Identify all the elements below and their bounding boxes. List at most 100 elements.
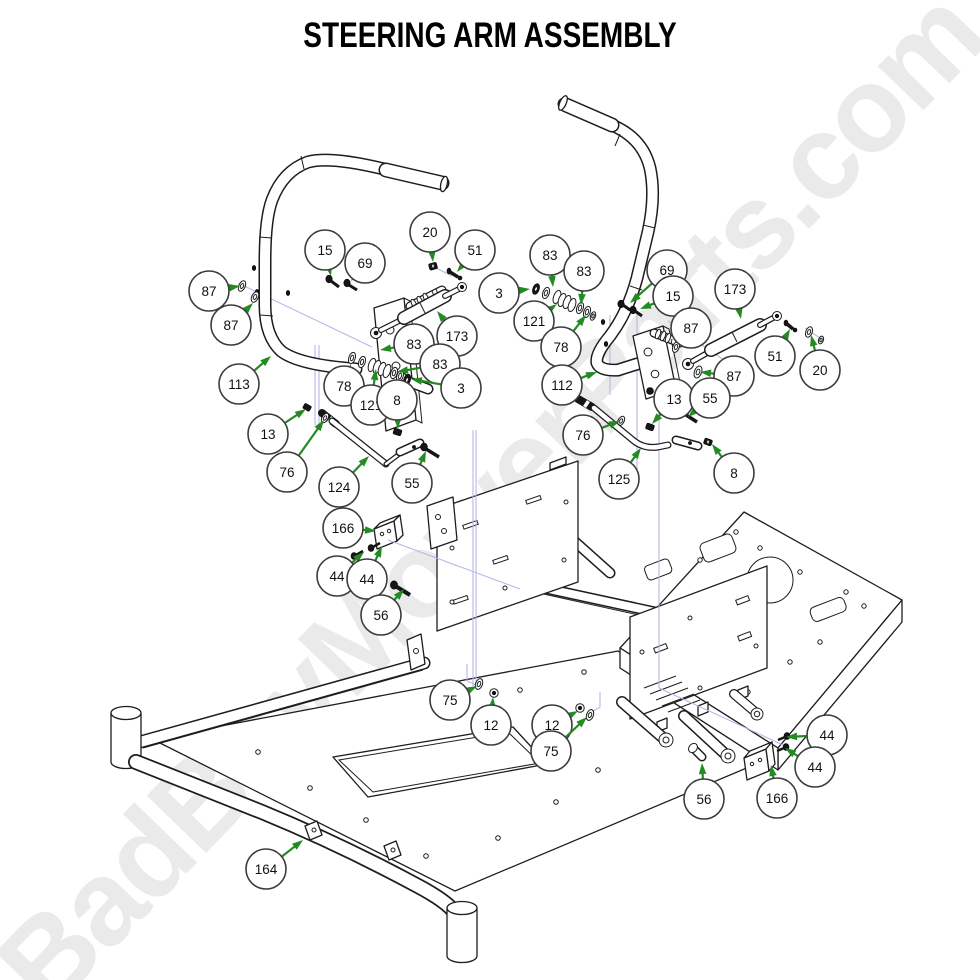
callout-112: 112 [541,364,597,406]
callout-balloon [322,507,364,549]
callout-number: 83 [432,357,447,372]
callout-arrowhead [630,292,641,303]
callout-balloon [794,746,836,788]
callout-number: 13 [666,392,681,407]
callout-arrowhead [242,303,253,314]
callout-balloon [218,363,260,405]
callout-balloon [470,704,512,746]
callout-number: 125 [608,472,631,487]
callout-number: 166 [766,791,789,806]
upright-panel-right [629,565,768,733]
callout-arrowhead [260,356,271,367]
callout-balloon [541,364,583,406]
callout-3: 3 [411,367,482,409]
callout-arrowhead [700,369,712,378]
callout-arrowhead [393,589,404,600]
callout-20: 20 [409,211,451,262]
callout-166: 166 [756,765,798,819]
callout-76: 76 [266,420,324,493]
callout-87: 87 [188,270,240,312]
callout-number: 8 [393,393,401,408]
callout-15: 15 [640,275,694,317]
callout-arrow-line [281,844,298,858]
callout-arrowhead [228,284,240,292]
callout-balloon [360,594,402,636]
callout-20: 20 [799,335,841,391]
callout-121: 121 [513,300,557,342]
right-handlebar [557,95,660,377]
callout-number: 55 [702,391,717,406]
callout-164: 164 [245,840,303,890]
callout-arrowhead [769,765,777,777]
callout-balloon [652,275,694,317]
left-drag-link [302,403,440,468]
callout-arrowhead [294,409,306,419]
callout-arrowhead [608,421,620,429]
callout-number: 87 [726,369,741,384]
callout-balloon [391,462,433,504]
callout-arrowhead [688,406,699,417]
callout-arrowhead [353,552,364,563]
callout-number: 87 [683,321,698,336]
callout-number: 55 [404,476,419,491]
page-title: STEERING ARM ASSEMBLY [303,16,677,55]
callout-balloon [714,268,756,310]
callout-173: 173 [714,268,756,319]
callout-arrowhead [652,413,663,424]
callout-number: 44 [807,760,823,775]
callout-arrowhead [314,420,324,432]
callout-75: 75 [429,679,477,721]
callout-13: 13 [247,409,306,455]
callout-arrowhead [640,301,652,309]
callout-balloon [304,229,346,271]
callout-number: 3 [495,286,503,301]
callout-78: 78 [540,315,586,368]
frame-fasteners [350,541,791,762]
callout-arrowhead [548,275,556,287]
callout-8: 8 [712,444,755,494]
callout-balloon [409,211,451,253]
callout-balloon [344,242,386,284]
callout-arrow-line [418,379,442,386]
callout-arrowhead [578,293,586,305]
left-hardware-top [237,262,463,303]
callout-arrowhead [785,748,797,758]
callout-number: 78 [553,340,568,355]
right-damper [682,311,825,370]
callout-number: 12 [483,718,498,733]
callout-number: 87 [223,318,238,333]
callout-number: 75 [442,693,457,708]
callout-arrowhead [358,456,369,467]
callout-arrowhead [418,451,426,463]
callout-number: 44 [819,728,835,743]
callout-113: 113 [218,356,271,405]
left-handlebar [251,153,450,376]
seat-mount-arms [616,689,764,764]
callout-arrowhead [291,840,303,850]
left-damper [370,282,467,339]
callout-arrowhead [576,717,587,728]
callout-number: 44 [359,572,375,587]
callout-number: 121 [523,314,546,329]
callout-87: 87 [670,307,712,349]
mount-bracket-right [743,741,776,781]
callout-balloon [530,730,572,772]
callout-number: 51 [767,349,782,364]
callout-arrowhead [428,250,436,262]
callout-number: 173 [724,282,747,297]
callout-number: 76 [575,428,590,443]
front-frame-tube [128,754,478,964]
callout-balloon [429,679,471,721]
callout-76: 76 [562,414,620,456]
callout-83: 83 [529,234,571,287]
callout-125: 125 [598,448,641,500]
callout-balloon [188,270,230,312]
callout-number: 44 [329,569,345,584]
callout-balloon [376,379,418,421]
callout-arrowhead [712,444,722,456]
callout-arrowhead [380,344,392,352]
callout-69: 69 [344,242,386,284]
callout-balloon [247,413,289,455]
callout-56: 56 [683,763,725,820]
